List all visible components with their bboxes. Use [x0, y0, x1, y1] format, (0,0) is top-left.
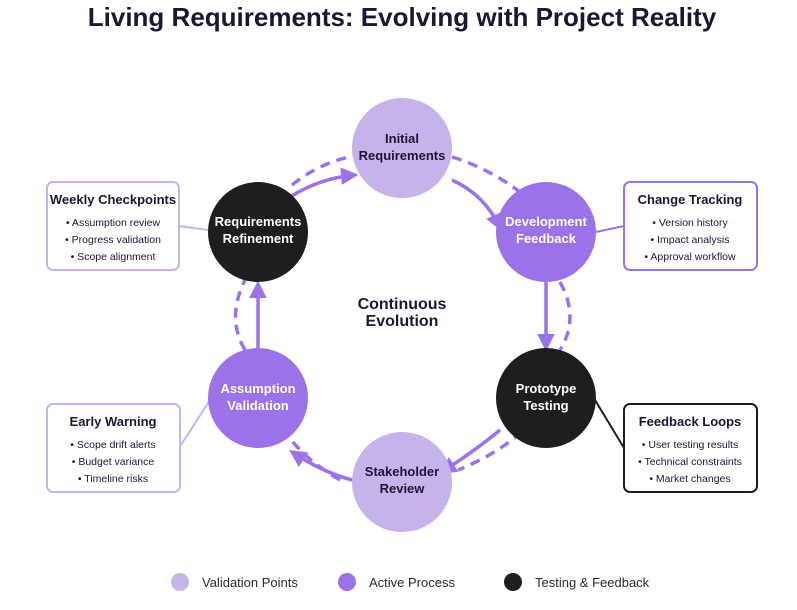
node-initial-circle — [352, 98, 452, 198]
box-change-title: Change Tracking — [638, 192, 743, 207]
node-initial-label-1: Initial — [385, 131, 419, 146]
box-weekly-checkpoints: Weekly Checkpoints • Assumption review •… — [46, 181, 180, 271]
node-assumption-label-1: Assumption — [220, 381, 295, 396]
page-title: Living Requirements: Evolving with Proje… — [88, 2, 717, 32]
box-weekly-item-1: • Assumption review — [66, 217, 161, 229]
legend-testing-label: Testing & Feedback — [535, 575, 650, 590]
box-early-item-1: • Scope drift alerts — [70, 439, 155, 451]
connector-change — [595, 225, 625, 233]
legend-active-label: Active Process — [369, 575, 455, 590]
node-stakeholder: Stakeholder Review — [352, 432, 452, 532]
box-early-item-2: • Budget variance — [72, 456, 155, 468]
box-early-title: Early Warning — [70, 414, 157, 429]
box-connectors — [178, 225, 625, 449]
box-early-frame — [46, 403, 181, 493]
box-weekly-title: Weekly Checkpoints — [50, 192, 176, 207]
dashed-arc-refinement-initial — [290, 153, 359, 187]
node-prototype: Prototype Testing — [496, 348, 596, 448]
center-line-2: Evolution — [366, 313, 439, 330]
connector-weekly — [178, 225, 209, 231]
node-assumption-label-2: Validation — [227, 398, 288, 413]
box-weekly-item-3: • Scope alignment — [71, 251, 156, 263]
arrow-refinement-to-initial — [289, 167, 359, 199]
dashed-arc-initial-development — [451, 155, 522, 194]
legend-active-swatch — [338, 573, 356, 591]
box-feedback-item-2: • Technical constraints — [638, 456, 742, 468]
box-change-item-1: • Version history — [652, 217, 728, 229]
node-assumption: Assumption Validation — [208, 348, 308, 448]
dashed-arc-stakeholder-assumption — [283, 430, 341, 482]
box-change-item-3: • Approval workflow — [644, 251, 736, 263]
box-early-item-3: • Timeline risks — [78, 473, 148, 485]
node-stakeholder-label-2: Review — [380, 481, 426, 496]
box-feedback-title: Feedback Loops — [639, 414, 742, 429]
dashed-arc-development-prototype — [558, 281, 572, 351]
box-feedback-item-3: • Market changes — [649, 473, 730, 485]
arrow-initial-to-development — [451, 178, 503, 232]
node-development: Development Feedback — [496, 182, 596, 282]
box-change-frame — [623, 181, 758, 271]
center-line-1: Continuous — [358, 296, 447, 313]
legend-validation-label: Validation Points — [202, 575, 298, 590]
dashed-arc-assumption-refinement — [233, 279, 247, 351]
connector-early — [180, 399, 211, 446]
box-change-tracking: Change Tracking • Version history • Impa… — [623, 181, 758, 271]
node-stakeholder-label-1: Stakeholder — [365, 464, 439, 479]
node-development-label-1: Development — [505, 214, 587, 229]
box-early-warning: Early Warning • Scope drift alerts • Bud… — [46, 403, 181, 493]
box-feedback-item-1: • User testing results — [642, 439, 738, 451]
node-refinement-label-1: Requirements — [215, 214, 302, 229]
node-development-label-2: Feedback — [516, 231, 577, 246]
node-development-circle — [496, 182, 596, 282]
node-prototype-label-1: Prototype — [516, 381, 577, 396]
legend-testing-swatch — [504, 573, 522, 591]
box-weekly-frame — [46, 181, 180, 271]
legend-validation-swatch — [171, 573, 189, 591]
center-label: Continuous Evolution — [358, 296, 447, 330]
box-change-item-2: • Impact analysis — [651, 234, 730, 246]
node-stakeholder-circle — [352, 432, 452, 532]
box-feedback-frame — [623, 403, 758, 493]
node-initial: Initial Requirements — [352, 98, 452, 198]
legend: Validation Points Active Process Testing… — [171, 573, 650, 591]
arrow-stakeholder-to-assumption — [289, 450, 353, 482]
node-prototype-label-2: Testing — [523, 398, 568, 413]
connector-feedback — [594, 399, 625, 449]
node-refinement-label-2: Refinement — [223, 231, 294, 246]
arrow-prototype-to-stakeholder — [439, 428, 502, 474]
node-refinement-circle — [208, 182, 308, 282]
node-prototype-circle — [496, 348, 596, 448]
box-feedback-loops: Feedback Loops • User testing results • … — [623, 403, 758, 493]
node-refinement: Requirements Refinement — [208, 182, 308, 282]
node-assumption-circle — [208, 348, 308, 448]
box-weekly-item-2: • Progress validation — [65, 234, 161, 246]
node-initial-label-2: Requirements — [359, 148, 446, 163]
